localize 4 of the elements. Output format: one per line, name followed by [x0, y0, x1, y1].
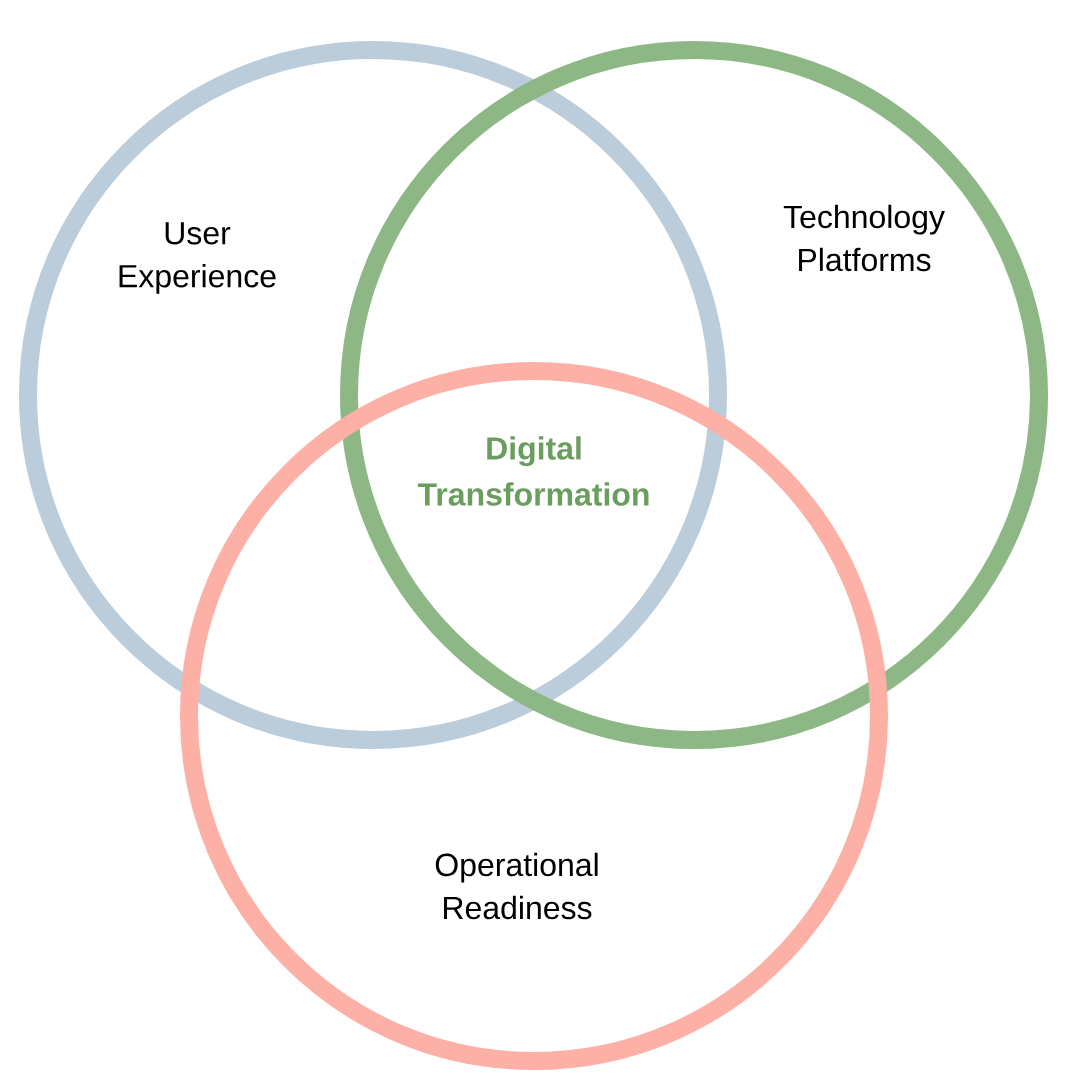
center-label: Digital Transformation: [417, 436, 649, 506]
circle-label: Operational Readiness: [435, 852, 598, 920]
circle-label: User Experience: [119, 222, 276, 294]
circle-label: Technology Platforms: [783, 204, 945, 272]
